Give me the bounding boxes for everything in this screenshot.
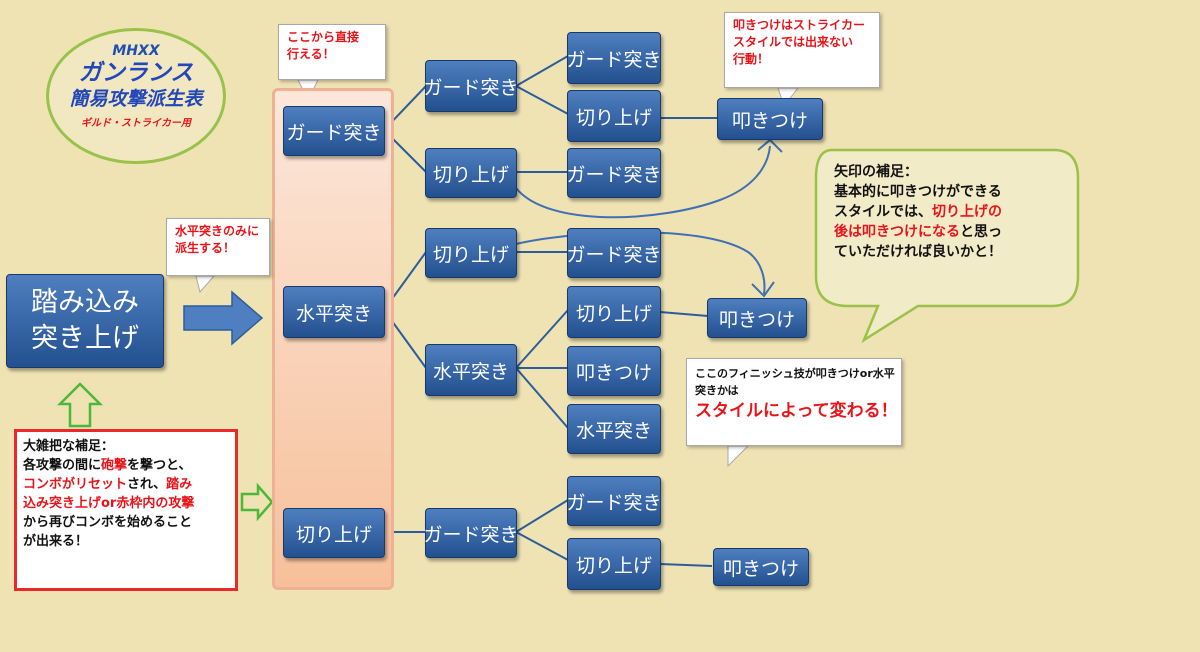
right-memo-line3: 後は叩きつけになると思っ (834, 222, 1064, 242)
node-c3-kiri-2: 切り上げ (567, 286, 661, 338)
left-memo-heading: 大雑把な補足： (23, 439, 115, 454)
start-node-line1: 踏み込み (31, 287, 139, 318)
node-c3-tataki-1: 叩きつけ (567, 346, 661, 396)
node-c3-hori: 水平突き (567, 404, 661, 454)
callout-striker: 叩きつけはストライカー スタイルでは出来ない 行動！ (724, 12, 880, 88)
title-style-note: ギルド・ストライカー用 (81, 118, 191, 129)
left-memo-line1c: を撃つと、 (127, 458, 192, 473)
title-table: 簡易攻撃派生表 (69, 88, 203, 110)
left-memo-line1: 各攻撃の間に砲撃を撃つと、 (23, 456, 229, 475)
left-memo-line1b: 砲撃 (101, 458, 128, 473)
title-weapon: ガンランス (78, 60, 194, 86)
node-c2-kiri-mid: 切り上げ (425, 148, 517, 198)
left-memo-line2c: 踏み (166, 477, 193, 492)
right-memo-heading: 矢印の補足： (834, 164, 918, 180)
memo-bubble-outline (814, 148, 1080, 344)
left-memo-line1a: 各攻撃の間に (23, 458, 102, 473)
start-node: 踏み込み 突き上げ (6, 274, 164, 368)
hand-drawn-arrows (515, 138, 783, 298)
node-c3-kiri-3: 切り上げ (567, 538, 661, 590)
node-c4-tataki-3: 叩きつけ (713, 548, 809, 586)
left-memo: 大雑把な補足： 各攻撃の間に砲撃を撃つと、 コンボがリセットされ、踏み 込み突き… (14, 429, 238, 591)
node-c2-guard-bot: ガード突き (424, 508, 519, 558)
green-arrow-right (240, 482, 274, 522)
callout-finish: ここのフィニッシュ技が叩きつけor水平 突きかは スタイルによって変わる！ (686, 358, 902, 446)
callout-direct-line2: 行える！ (287, 47, 335, 61)
block-arrow-right (183, 290, 264, 346)
node-c4-tataki-2: 叩きつけ (707, 298, 807, 338)
right-memo-line1: 基本的に叩きつけができる (834, 184, 1002, 200)
title-oval: MHXX ガンランス 簡易攻撃派生表 ギルド・ストライカー用 (46, 28, 226, 164)
node-c2-hori: 水平突き (425, 344, 517, 396)
callout-finish-line3: スタイルによって変わる！ (695, 401, 898, 421)
node-col1-kiri: 切り上げ (283, 508, 385, 558)
direct-start-column (272, 88, 394, 590)
callout-hori-only: 水平突きのみに 派生する！ (166, 218, 270, 276)
callout-direct-line1: ここから直接 (287, 30, 360, 44)
callout-hori-only-line1: 水平突きのみに (175, 224, 260, 238)
right-memo-line2a: スタイルでは、 (834, 204, 932, 220)
right-memo: 矢印の補足： 基本的に叩きつけができる スタイルでは、切り上げの 後は叩きつけに… (834, 162, 1064, 262)
right-memo-line4: ていただければ良いかと！ (834, 244, 1002, 260)
left-memo-line2: コンボがリセットされ、踏み (23, 475, 229, 494)
left-memo-line3: 込み突き上げor赤枠内の攻撃 (23, 496, 195, 511)
node-c3-guard-1: ガード突き (567, 32, 662, 84)
callout-finish-line1: ここのフィニッシュ技が叩きつけor水平 (695, 367, 895, 380)
right-memo-line3a: 後は叩きつけになる (834, 224, 960, 240)
node-c3-guard-3: ガード突き (567, 228, 662, 278)
node-c3-guard-2: ガード突き (567, 148, 662, 198)
bubble-tail-hori-only (195, 275, 216, 294)
callout-striker-line2: スタイルでは出来ない (733, 35, 854, 49)
green-arrow-up (56, 382, 104, 428)
node-c3-kiri-1: 切り上げ (567, 90, 661, 142)
title-game: MHXX (112, 43, 160, 59)
left-memo-line4: から再びコンボを始めること (23, 515, 193, 530)
callout-hori-only-line2: 派生する！ (175, 241, 236, 255)
callout-direct: ここから直接 行える！ (278, 24, 386, 80)
node-c2-guard-top: ガード突き (424, 60, 519, 112)
right-memo-line3b: と思っ (960, 224, 1002, 240)
left-memo-line2a: コンボがリセット (23, 477, 128, 492)
start-node-line2: 突き上げ (31, 323, 139, 354)
left-memo-line2b: され、 (127, 477, 167, 492)
connector-lines (383, 55, 718, 567)
right-memo-line2: スタイルでは、切り上げの (834, 202, 1064, 222)
right-memo-line2b: 切り上げの (932, 204, 1002, 220)
callout-finish-line2: 突きかは (695, 384, 739, 397)
node-c3-guard-4: ガード突き (567, 476, 662, 526)
node-c4-tataki-1: 叩きつけ (717, 98, 823, 140)
callout-striker-line3: 行動！ (733, 52, 770, 66)
left-memo-line5: が出来る！ (23, 534, 89, 549)
callout-striker-line1: 叩きつけはストライカー (733, 18, 866, 32)
node-col1-hori: 水平突き (283, 286, 385, 338)
node-col1-guard: ガード突き (283, 106, 385, 156)
bubble-tail-finish (727, 445, 750, 468)
node-c2-kiri-top: 切り上げ (425, 228, 517, 278)
